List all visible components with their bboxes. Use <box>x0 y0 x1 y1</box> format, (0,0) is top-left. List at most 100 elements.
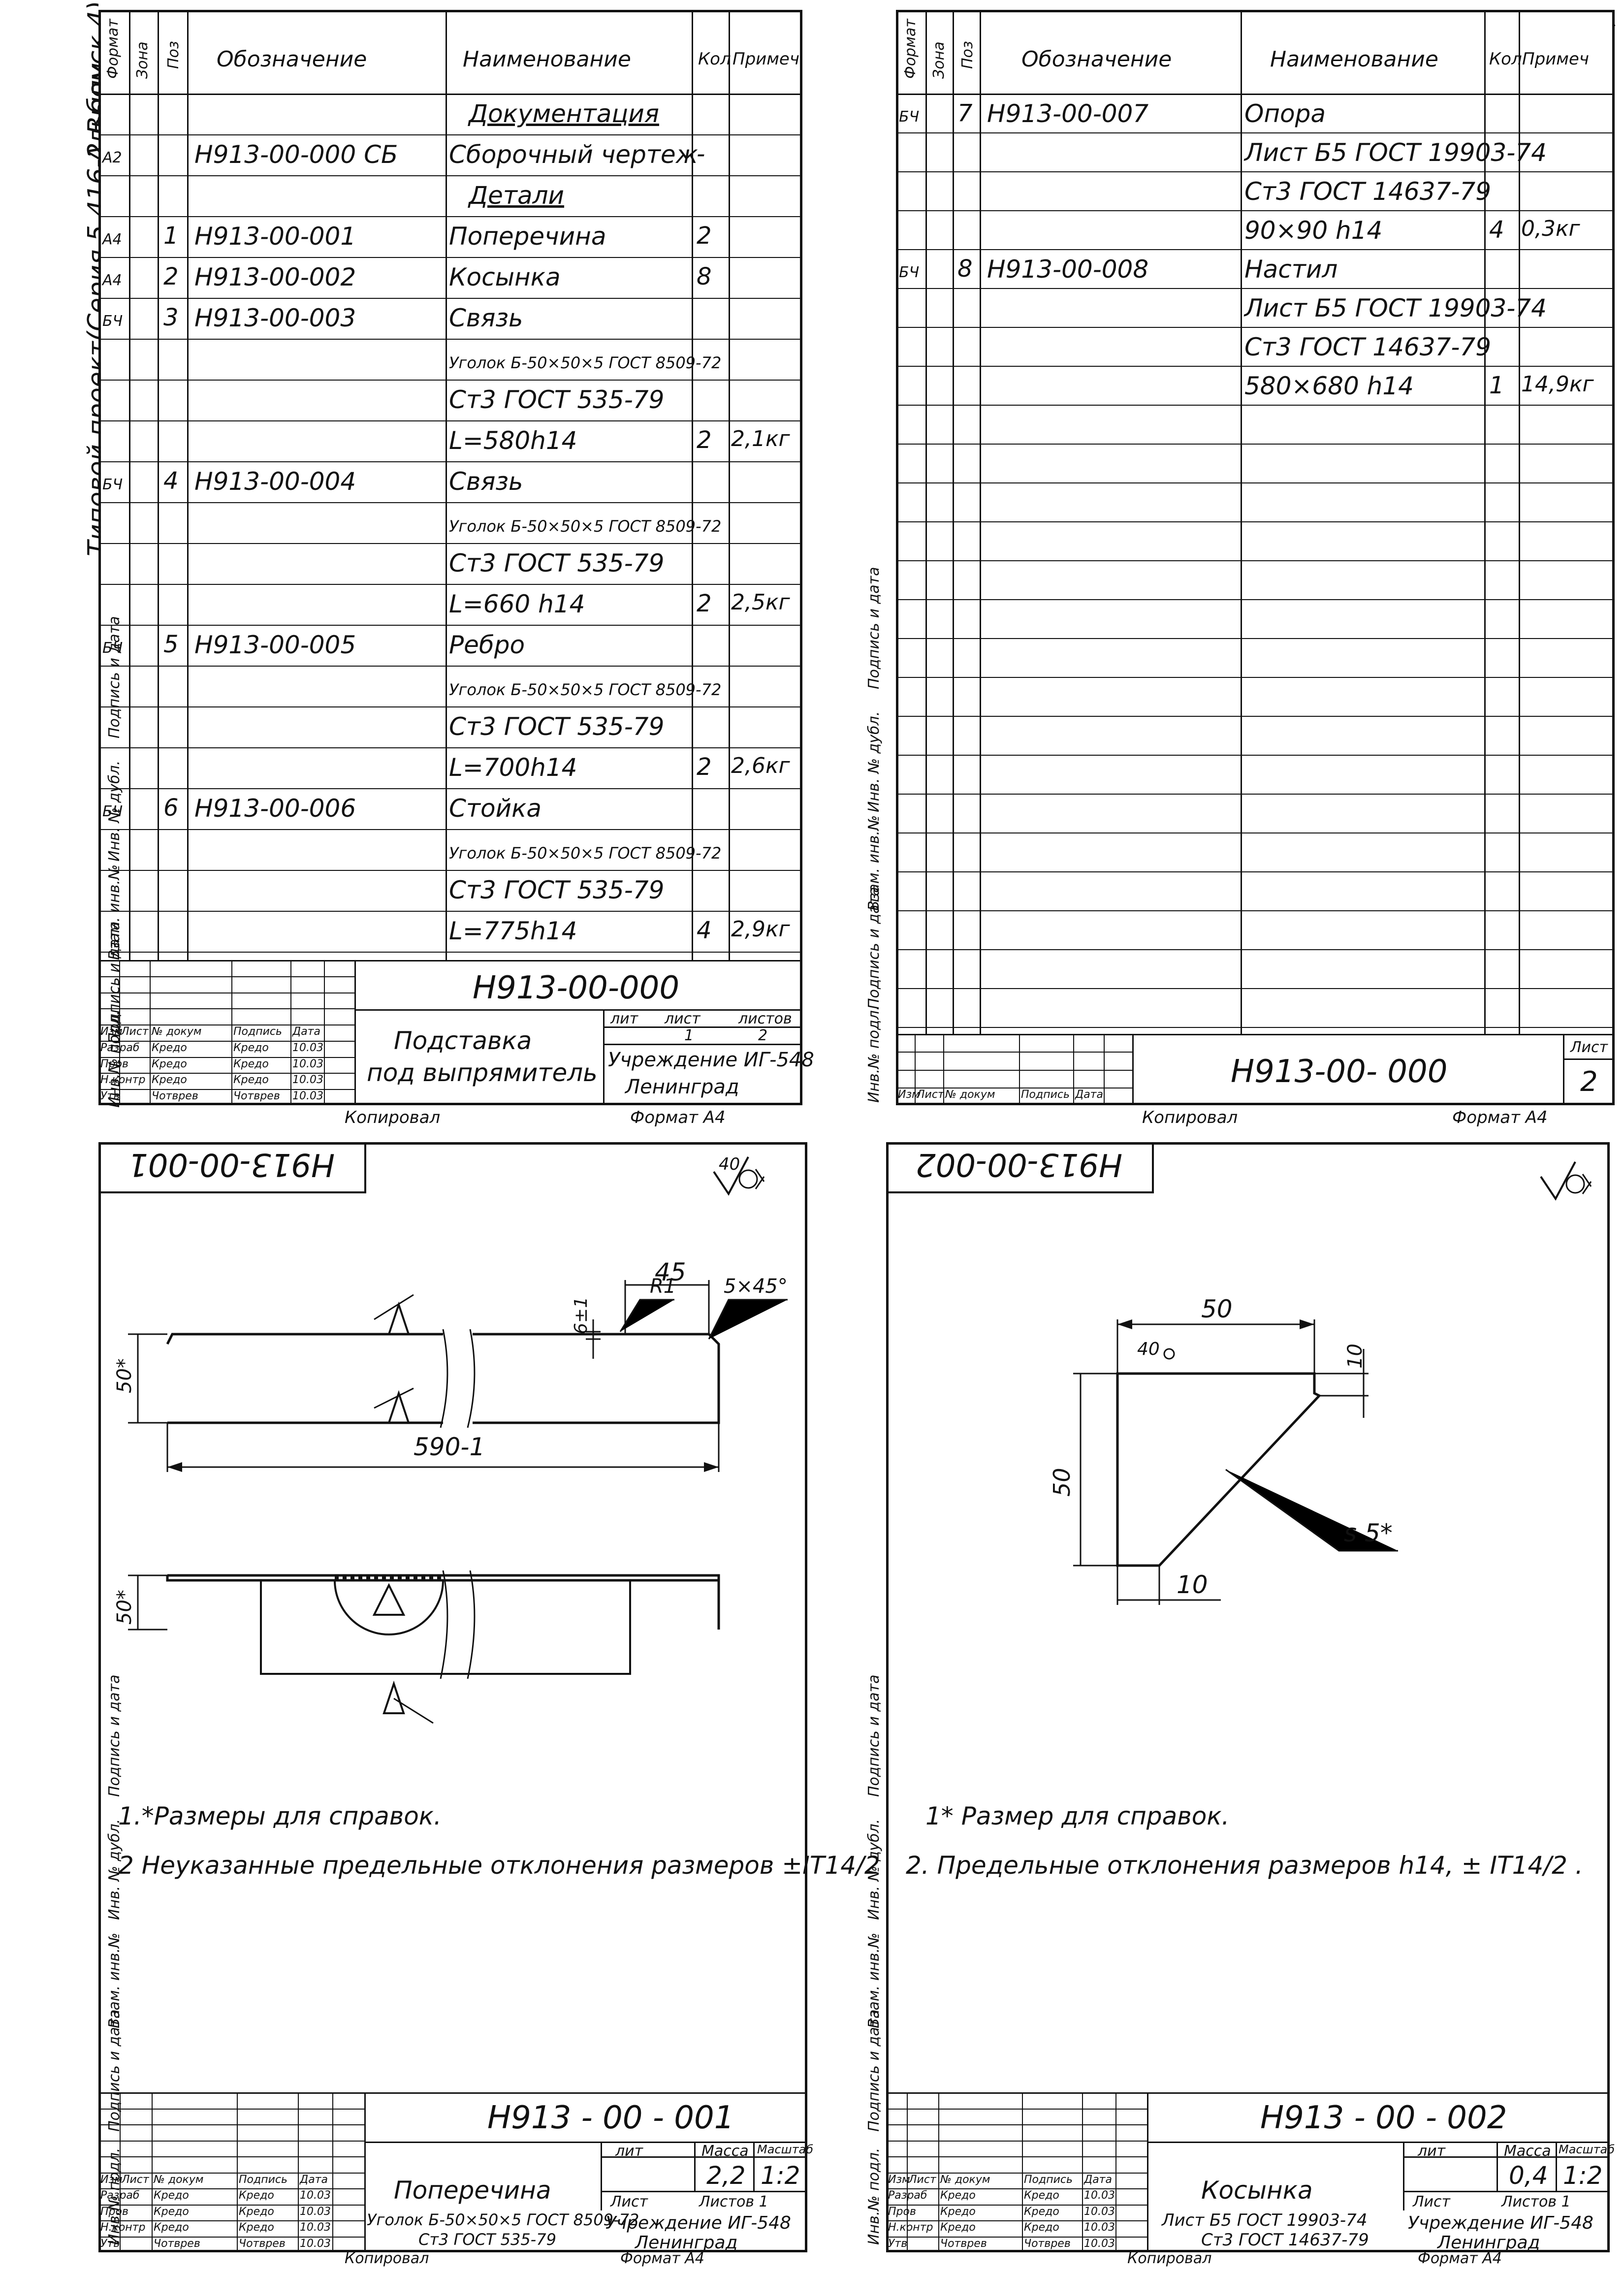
col-zone: Зона <box>134 41 151 79</box>
dim-chamfer: 5×45° <box>724 1275 788 1298</box>
stamp-col-label: Лист <box>909 2174 936 2186</box>
stamp-role-date: 10.03 <box>1084 2206 1115 2218</box>
spec-cell-designation: Н913-00-006 <box>194 794 356 823</box>
stamp-role-sign: Кредо <box>1024 2189 1059 2202</box>
col-qty: Кол <box>698 49 731 69</box>
stamp-col-label: Лист <box>121 1025 149 1038</box>
sheet4-note-1: 1* Размер для справок. <box>925 1802 1230 1830</box>
stamp-col-label: Изм <box>888 2174 910 2186</box>
stamp4-code: Н913 - 00 - 002 <box>1260 2100 1507 2136</box>
col2-pos: Поз <box>959 41 976 69</box>
stamp1-org-2: Ленинград <box>625 1076 739 1098</box>
side-label-1: Подпись и дата <box>106 616 123 739</box>
stamp1-title-1: Подставка <box>394 1026 532 1055</box>
stamp1-sheet: лист <box>665 1010 701 1027</box>
stamp4-material-1: Лист Б5 ГОСТ 19903-74 <box>1162 2210 1368 2230</box>
stamp1-lit: лит <box>610 1010 638 1027</box>
stamp-role-name: Кредо <box>152 1042 187 1054</box>
stamp3-scale: Масштаб <box>757 2143 814 2156</box>
spec-cell-designation: Н913-00-008 <box>987 255 1149 284</box>
side2-label-5: Инв.№ подл. <box>865 1005 883 1103</box>
spec-cell-qty: 1 <box>1489 372 1504 399</box>
stamp3-code: Н913 - 00 - 001 <box>487 2100 734 2136</box>
side3-label-2: Инв. № дубл. <box>106 1819 123 1920</box>
spec-cell-note: 2,6кг <box>731 753 790 778</box>
stamp-role-name: Кредо <box>940 2221 976 2234</box>
spec-cell-name: L=700h14 <box>449 753 577 782</box>
stamp-role-sign: Кредо <box>1024 2206 1059 2218</box>
col2-zone: Зона <box>930 41 948 79</box>
dim-45: 45 <box>655 1258 686 1286</box>
stamp-role-role: Н.контр <box>100 2221 146 2234</box>
stamp-role-role: Пров <box>100 1058 128 1070</box>
sheet-drawing-002: Н913-00-002 50 40 10 50 10 s 5* 1* Разме… <box>886 1132 1615 2267</box>
sheet4-note-2: 2. Предельные отклонения размеров h14, ±… <box>906 1851 1583 1880</box>
part-002-drawing <box>1073 1319 1398 1605</box>
spec-cell-qty: 4 <box>1489 216 1504 244</box>
spec-cell-note: 2,1кг <box>731 426 790 451</box>
stamp3-sheet: Лист <box>610 2193 648 2210</box>
col-note: Примеч <box>732 49 799 69</box>
spec-cell-name: Ст3 ГОСТ 535-79 <box>449 876 665 904</box>
stamp-role-sign: Кредо <box>239 2221 274 2234</box>
stamp4-scale-value: 1:2 <box>1563 2161 1603 2190</box>
spec-cell-pos: 8 <box>957 255 973 283</box>
stamp-col-label: Дата <box>300 2174 328 2186</box>
stamp-col-label: Дата <box>292 1025 320 1038</box>
side2-label-4: Подпись и дата <box>865 887 883 1010</box>
spec-cell-qty: 2 <box>697 753 712 781</box>
spec-cell-name: Ст3 ГОСТ 535-79 <box>449 549 665 577</box>
stamp4-format: Формат А4 <box>1418 2250 1502 2267</box>
spec-cell-note: 0,3кг <box>1521 216 1580 241</box>
spec-cell-name: Ребро <box>449 631 525 659</box>
dim-590: 590-1 <box>414 1433 485 1461</box>
stamp3-mass-value: 2,2 <box>706 2161 746 2190</box>
spec-cell-designation: Н913-00-000 СБ <box>194 140 398 169</box>
stamp3-scale-value: 1:2 <box>761 2161 800 2190</box>
sheet4-roughness-icon <box>1540 1161 1592 1201</box>
stamp-col-label: Изм <box>100 2174 123 2186</box>
stamp-role-date: 10.03 <box>292 1042 323 1054</box>
stamp-role-role: Утв <box>888 2238 908 2250</box>
stamp4-mass-value: 0,4 <box>1509 2161 1548 2190</box>
side4-label-2: Инв. № дубл. <box>865 1819 883 1920</box>
stamp2-copied: Копировал <box>1142 1108 1238 1127</box>
stamp3-sheets: Листов 1 <box>699 2193 768 2210</box>
stamp-col-label: Лист <box>122 2174 149 2186</box>
stamp-role-role: Утв <box>100 2238 120 2250</box>
sheet-spec-1: Формат Зона Поз Обозначение Наименование… <box>98 0 814 1127</box>
spec-cell-qty: - <box>697 140 705 168</box>
stamp-role-date: 10.03 <box>1084 2189 1115 2202</box>
spec-cell-name: Сборочный чертеж <box>449 140 698 169</box>
dim-6: 6±1 <box>571 1297 591 1334</box>
spec-cell-format: БЧ <box>102 476 123 493</box>
spec-cell-format: А4 <box>102 231 122 248</box>
stamp-col-label: Изм <box>100 1025 123 1038</box>
spec-cell-name: 90×90 h14 <box>1244 216 1383 245</box>
stamp3-org-2: Ленинград <box>635 2233 738 2253</box>
stamp-role-name: Кредо <box>152 1058 187 1070</box>
stamp-role-name: Кредо <box>154 2206 189 2218</box>
stamp-role-role: Разраб <box>888 2189 927 2202</box>
stamp-role-name: Чотврев <box>154 2238 200 2250</box>
spec-cell-format: БЧ <box>102 803 123 820</box>
spec-cell-name: Косынка <box>449 263 561 291</box>
stamp-role-name: Кредо <box>940 2206 976 2218</box>
stamp1-sheets: листов <box>738 1010 792 1027</box>
stamp-col-label: Дата <box>1075 1088 1103 1101</box>
dim-50-top: 50 <box>1201 1295 1233 1323</box>
spec-cell-pos: 5 <box>163 631 179 658</box>
spec-cell-name: Связь <box>449 467 523 496</box>
stamp2-format: Формат А4 <box>1452 1108 1548 1127</box>
stamp-role-sign: Кредо <box>233 1074 269 1086</box>
part-001-drawing <box>128 1280 788 1724</box>
stamp-role-role: Разраб <box>100 1042 140 1054</box>
stamp1-code: Н913-00-000 <box>473 970 680 1006</box>
spec-cell-qty: 2 <box>697 222 712 250</box>
stamp-role-role: Утв <box>100 1090 120 1102</box>
stamp-role-name: Кредо <box>154 2221 189 2234</box>
spec-cell-name: Поперечина <box>449 222 606 251</box>
spec-cell-designation: Н913-00-002 <box>194 263 356 291</box>
spec-cell-name: Ст3 ГОСТ 14637-79 <box>1244 177 1492 206</box>
stamp-role-name: Чотврев <box>940 2238 987 2250</box>
